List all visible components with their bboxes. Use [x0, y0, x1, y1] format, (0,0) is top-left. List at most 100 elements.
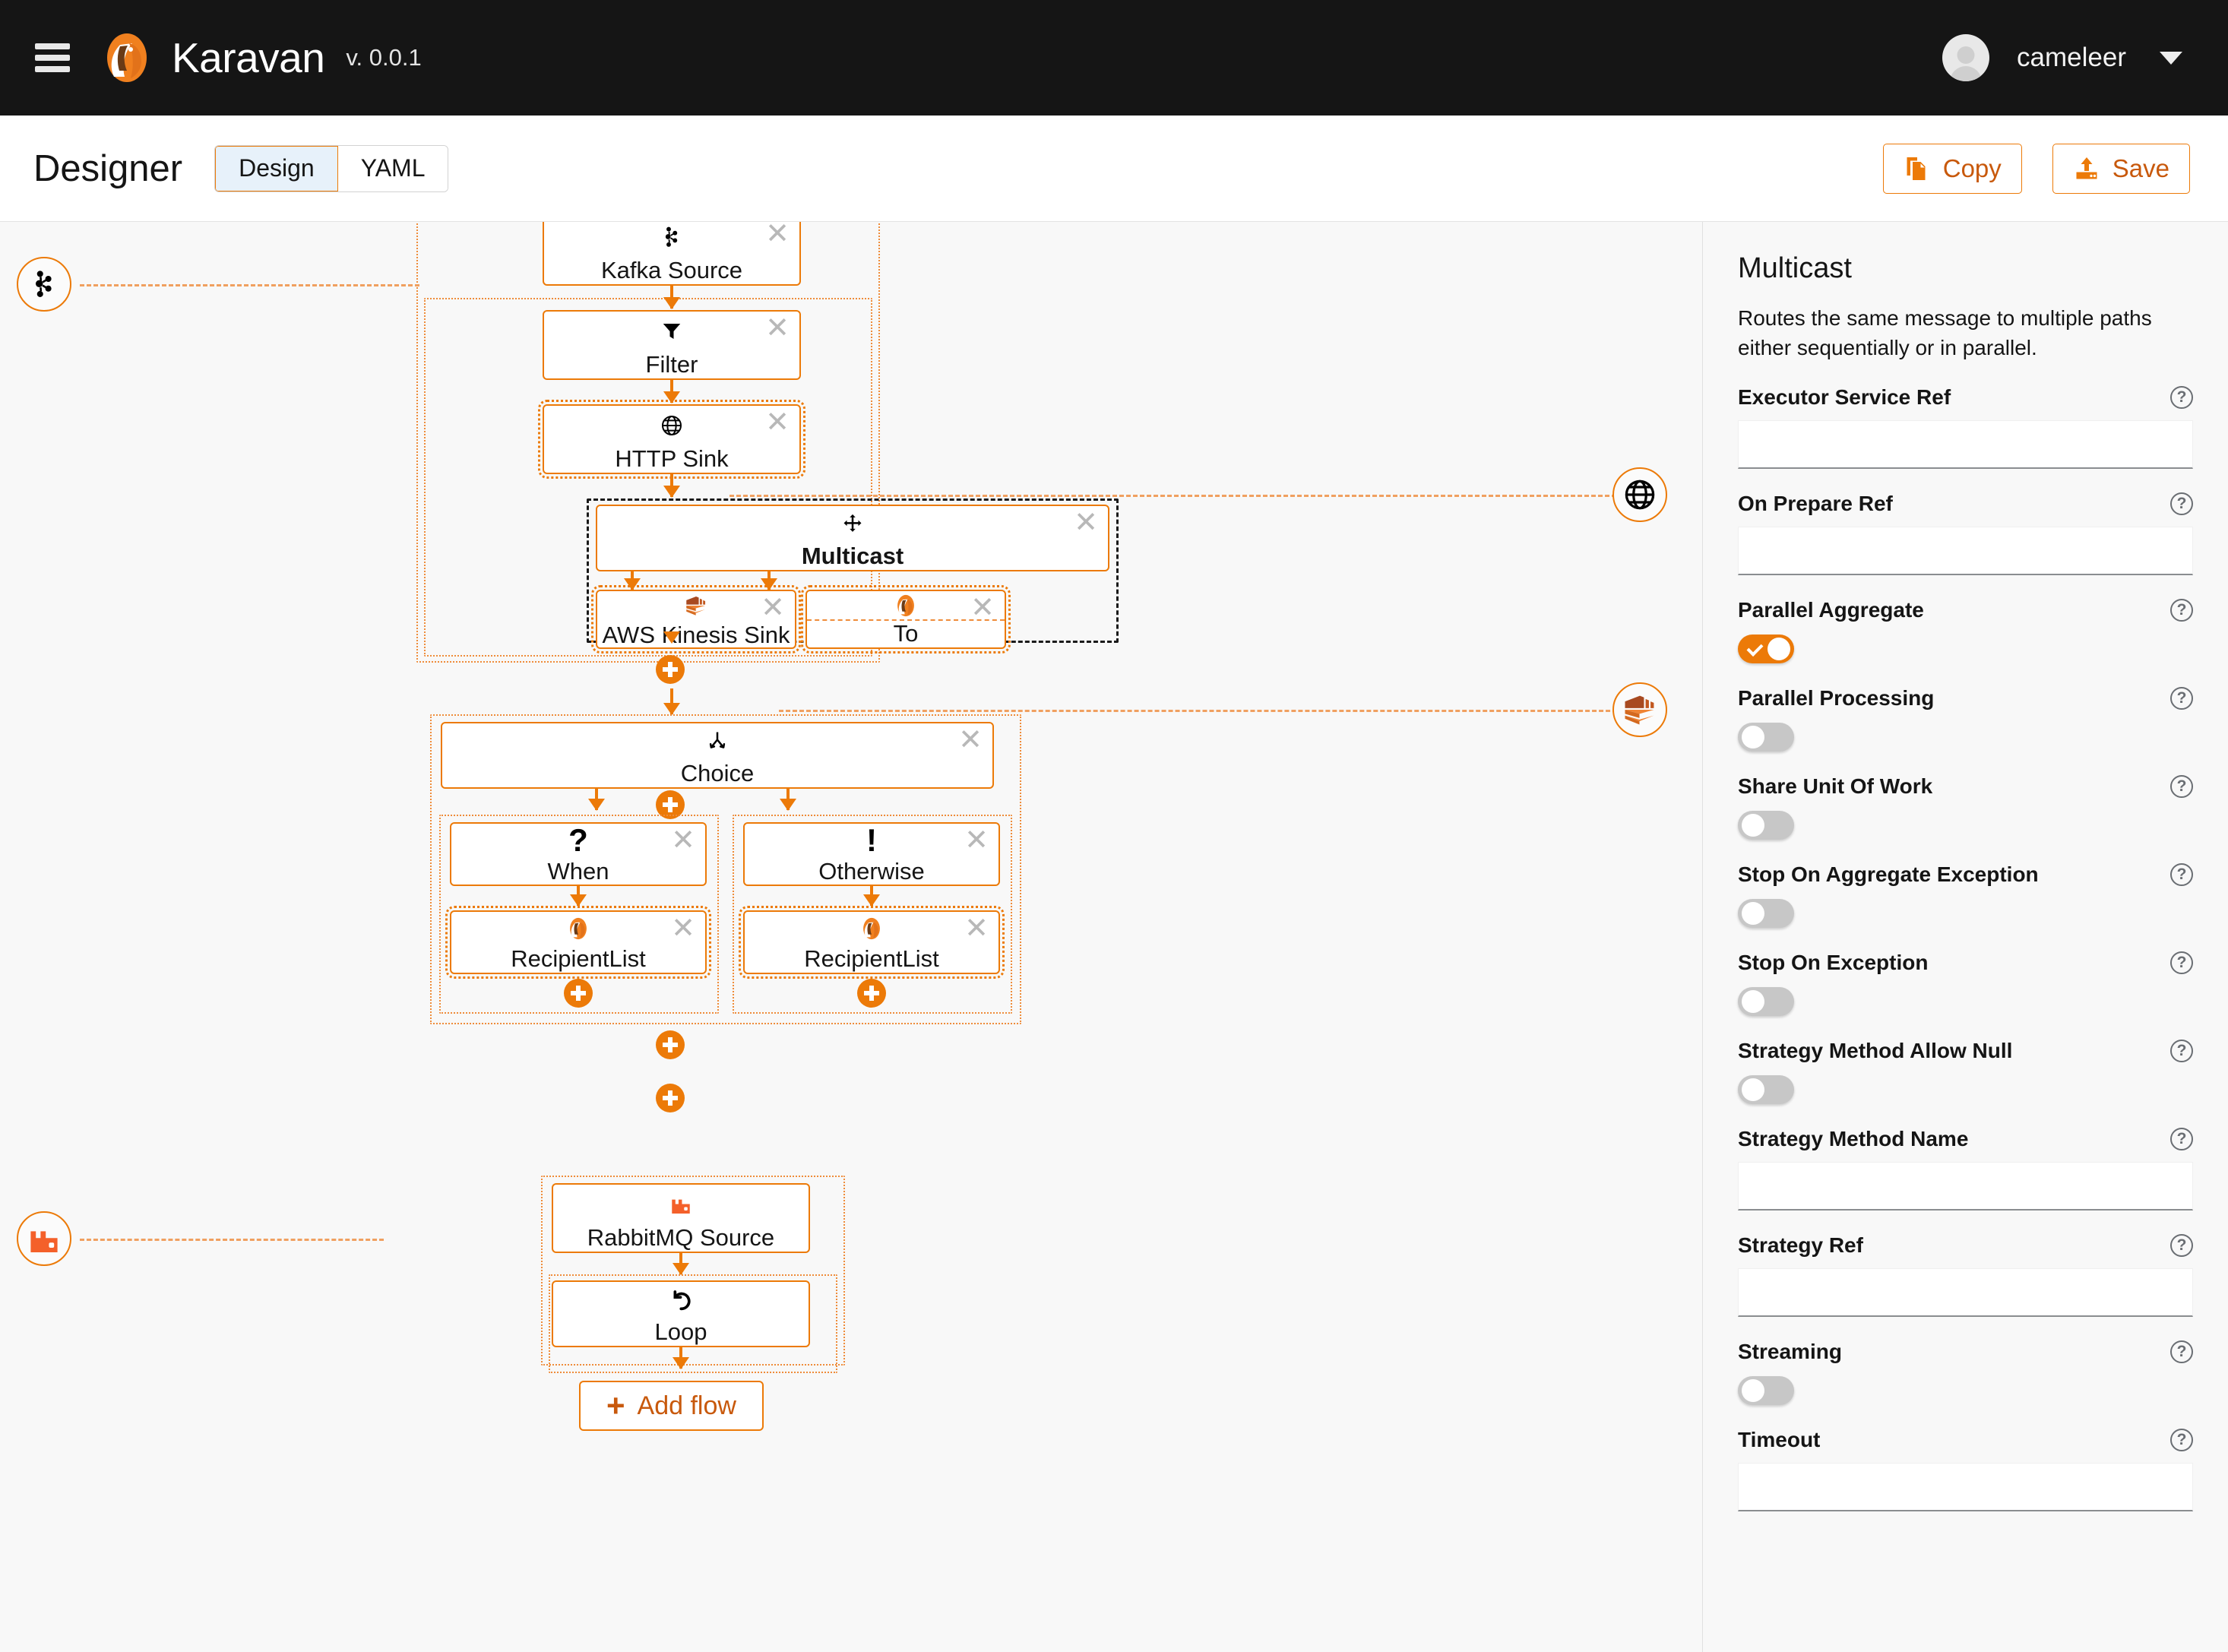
flow-arrow — [595, 789, 598, 810]
help-icon[interactable]: ? — [2170, 599, 2193, 622]
field-timeout: Timeout? — [1738, 1428, 2193, 1512]
toggle-parallel-aggregate[interactable] — [1738, 635, 1794, 664]
node-filter[interactable]: Filter ✕ — [543, 310, 801, 380]
brand-version: v. 0.0.1 — [346, 44, 422, 71]
flow-arrow — [786, 789, 790, 810]
flow-arrow — [670, 474, 673, 497]
node-kafka-source[interactable]: Kafka Source ✕ — [543, 222, 801, 286]
help-icon[interactable]: ? — [2170, 775, 2193, 799]
help-icon[interactable]: ? — [2170, 1234, 2193, 1258]
tab-design[interactable]: Design — [215, 145, 339, 191]
designer-toolbar: Designer Design YAML Copy Save — [0, 116, 2228, 222]
toggle-knob — [1768, 638, 1790, 661]
toggle-streaming[interactable] — [1738, 1376, 1794, 1406]
field-label: Streaming — [1738, 1340, 1842, 1364]
flow-arrow — [767, 571, 771, 590]
node-recipientlist-when[interactable]: RecipientList ✕ — [445, 906, 711, 979]
panel-title: Multicast — [1738, 252, 1852, 284]
node-multicast[interactable]: Multicast ✕ — [596, 505, 1109, 571]
brand-name: Karavan — [172, 34, 325, 81]
add-step-button-choice[interactable] — [656, 1030, 685, 1059]
kafka-icon — [660, 222, 684, 254]
help-icon[interactable]: ? — [2170, 1429, 2193, 1452]
add-when-button[interactable] — [656, 790, 685, 819]
input-strategy-ref[interactable] — [1738, 1268, 2193, 1318]
camel-logo-icon — [894, 594, 917, 617]
page-title: Designer — [33, 147, 183, 189]
add-step-button-route[interactable] — [656, 1084, 685, 1112]
close-icon[interactable]: ✕ — [958, 724, 983, 756]
tab-yaml[interactable]: YAML — [337, 145, 448, 191]
help-icon[interactable]: ? — [2170, 863, 2193, 887]
choice-group-container — [430, 714, 1021, 1024]
masthead: Karavan v. 0.0.1 cameleer — [0, 0, 2228, 116]
help-icon[interactable]: ? — [2170, 687, 2193, 710]
input-timeout[interactable] — [1738, 1463, 2193, 1512]
field-stop-on-exception: Stop On Exception? — [1738, 951, 2193, 1017]
toggle-stop-on-aggregate-exception[interactable] — [1738, 899, 1794, 929]
help-icon[interactable]: ? — [2170, 951, 2193, 975]
add-step-button-otherwise[interactable] — [857, 979, 886, 1008]
when-branch-container — [439, 815, 719, 1014]
input-strategy-method-name[interactable] — [1738, 1162, 2193, 1211]
node-http-sink[interactable]: HTTP Sink ✕ — [538, 400, 805, 479]
node-aws-kinesis-sink[interactable]: AWS Kinesis Sink ✕ — [591, 585, 801, 654]
node-label: Otherwise — [818, 858, 925, 885]
flow-arrow — [670, 688, 673, 714]
node-rabbitmq-source[interactable]: RabbitMQ Source — [552, 1183, 810, 1253]
close-icon[interactable]: ✕ — [765, 312, 790, 344]
rabbitmq-connector-badge[interactable] — [17, 1211, 71, 1266]
help-icon[interactable]: ? — [2170, 1128, 2193, 1151]
otherwise-branch-container — [733, 815, 1012, 1014]
close-icon[interactable]: ✕ — [765, 407, 790, 438]
chevron-down-icon[interactable] — [2160, 51, 2182, 65]
toggle-strategy-method-allow-null[interactable] — [1738, 1075, 1794, 1105]
field-header: Strategy Ref? — [1738, 1233, 2193, 1258]
close-icon[interactable]: ✕ — [970, 592, 995, 624]
http-connector-badge[interactable] — [1612, 467, 1667, 522]
field-header: Streaming? — [1738, 1340, 2193, 1364]
kafka-connector-badge[interactable] — [17, 257, 71, 312]
hamburger-icon[interactable] — [35, 43, 70, 72]
close-icon[interactable]: ✕ — [671, 824, 695, 856]
node-to[interactable]: To ✕ — [801, 585, 1011, 654]
field-header: Share Unit Of Work? — [1738, 774, 2193, 799]
help-icon[interactable]: ? — [2170, 492, 2193, 516]
node-choice[interactable]: Choice ✕ — [441, 722, 994, 789]
close-icon[interactable]: ✕ — [1074, 507, 1098, 539]
aws-kinesis-connector-badge[interactable] — [1612, 682, 1667, 737]
funnel-filter-icon — [660, 315, 683, 348]
help-icon[interactable]: ? — [2170, 1340, 2193, 1364]
add-step-button-multicast[interactable] — [656, 655, 685, 684]
add-step-button-when[interactable] — [564, 979, 593, 1008]
node-when[interactable]: ? When ✕ — [450, 822, 707, 886]
toggle-parallel-processing[interactable] — [1738, 723, 1794, 752]
field-label: Strategy Method Allow Null — [1738, 1039, 2013, 1063]
field-streaming: Streaming? — [1738, 1340, 2193, 1406]
toggle-stop-on-exception[interactable] — [1738, 987, 1794, 1017]
node-otherwise[interactable]: ! Otherwise ✕ — [743, 822, 1000, 886]
help-icon[interactable]: ? — [2170, 1040, 2193, 1063]
field-header: Parallel Processing? — [1738, 686, 2193, 710]
help-icon[interactable]: ? — [2170, 386, 2193, 410]
flow-arrow — [870, 886, 873, 906]
node-recipientlist-otherwise[interactable]: RecipientList ✕ — [739, 906, 1005, 979]
close-icon[interactable]: ✕ — [964, 824, 989, 856]
field-header: Parallel Aggregate? — [1738, 598, 2193, 622]
user-menu[interactable]: cameleer — [1942, 34, 2182, 81]
toggle-share-unit-of-work[interactable] — [1738, 811, 1794, 840]
save-button[interactable]: Save — [2052, 143, 2190, 194]
field-header: On Prepare Ref? — [1738, 492, 2193, 516]
add-flow-button[interactable]: + Add flow — [579, 1381, 764, 1431]
save-button-label: Save — [2112, 153, 2169, 182]
input-executor-service-ref[interactable] — [1738, 420, 2193, 470]
copy-button[interactable]: Copy — [1882, 143, 2022, 194]
input-on-prepare-ref[interactable] — [1738, 527, 2193, 576]
node-loop[interactable]: Loop — [552, 1280, 810, 1347]
close-icon[interactable]: ✕ — [671, 913, 695, 945]
flow-canvas[interactable]: Kafka Source ✕ Filter ✕ HTTP Sink ✕ — [0, 222, 1702, 1652]
close-icon[interactable]: ✕ — [765, 222, 790, 250]
node-label: HTTP Sink — [615, 445, 729, 472]
close-icon[interactable]: ✕ — [964, 913, 989, 945]
close-icon[interactable]: ✕ — [761, 592, 785, 624]
